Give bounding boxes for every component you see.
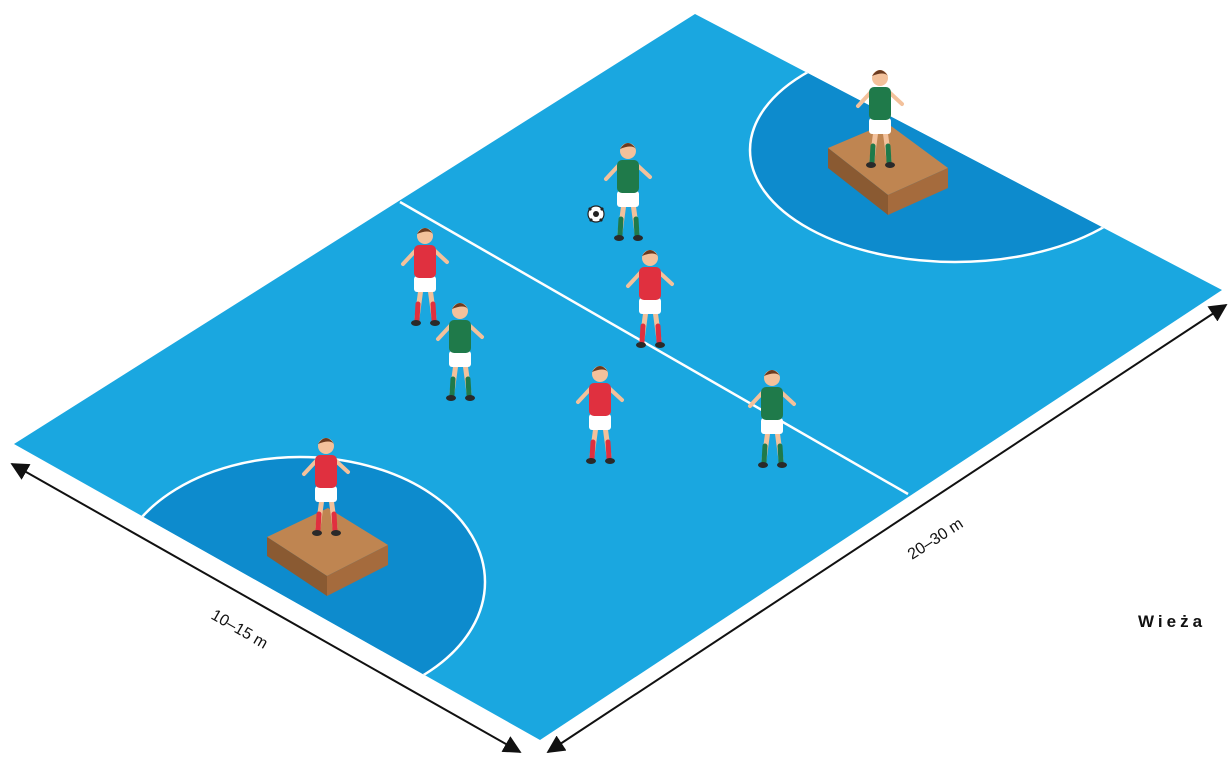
diagram-title: Wieża — [1138, 612, 1207, 631]
green-player-running-left — [436, 303, 484, 401]
court-surface — [14, 14, 1222, 740]
green-player-running-right — [748, 370, 796, 468]
red-tower-player — [302, 438, 350, 536]
length-label: 20–30 m — [905, 515, 966, 563]
left-goal-zone — [113, 455, 487, 709]
red-player-running-center — [626, 250, 674, 348]
box-platform-icon — [267, 508, 388, 576]
green-player-with-ball — [604, 143, 652, 241]
red-player-arms-up — [401, 228, 449, 326]
width-label: 10–15 m — [208, 607, 270, 653]
red-player-running-low — [576, 366, 624, 464]
soccer-ball-icon — [587, 205, 605, 223]
width-arrow — [10, 463, 522, 753]
players — [302, 70, 904, 536]
left-tower — [267, 508, 388, 596]
length-arrow — [546, 304, 1228, 753]
right-goal-zone — [748, 36, 1162, 264]
green-tower-player — [856, 70, 904, 168]
